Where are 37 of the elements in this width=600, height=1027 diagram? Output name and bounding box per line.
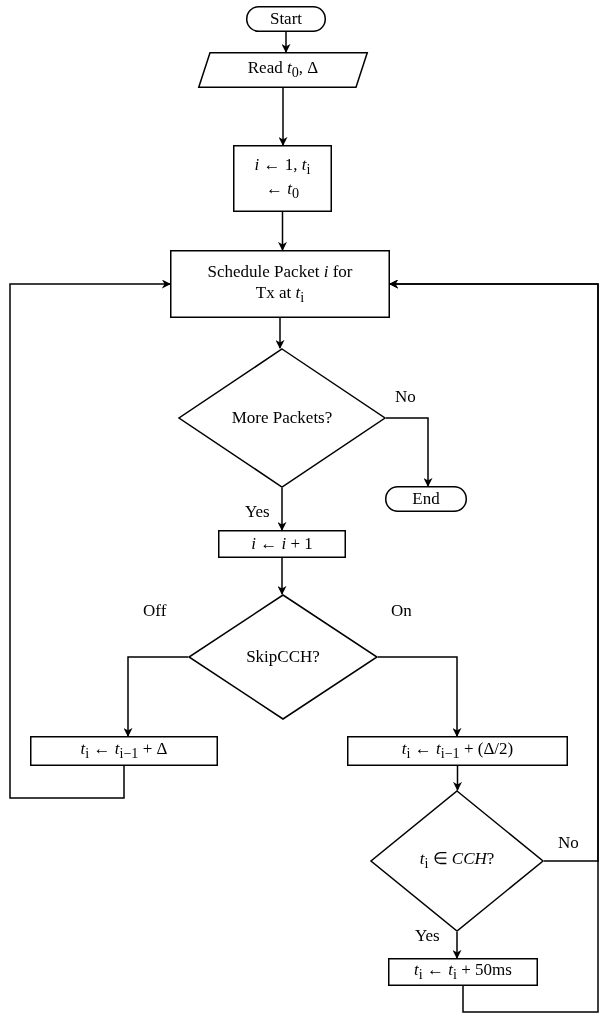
process-box — [30, 736, 218, 766]
arrow — [389, 279, 599, 1013]
node-text: Start — [269, 8, 303, 30]
node-text: End — [412, 488, 440, 510]
arrow — [277, 557, 287, 595]
node-text: Read t$_{0}$, Δ — [247, 58, 319, 82]
decision-diamond — [370, 790, 544, 932]
arrow — [452, 931, 462, 959]
process-box — [388, 958, 538, 986]
process-box — [170, 250, 390, 318]
arrow — [281, 31, 291, 53]
arrow — [278, 87, 288, 146]
arrow — [277, 487, 287, 531]
node-text: t$_{i}$ ← t$_{i−1}$ + Δ — [80, 739, 168, 763]
node-text: t$_{i}$ ∈ CCH? — [419, 849, 495, 873]
process-box — [347, 736, 568, 766]
node-text: i ← i + 1 — [251, 533, 313, 555]
terminal-shape — [385, 486, 467, 512]
node-text: t$_{i}$ ← t$_{i−1}$ + (Δ/2) — [401, 739, 514, 763]
node-text: More Packets? — [231, 407, 333, 429]
decision-diamond — [178, 348, 386, 488]
node-text: SkipCCH? — [246, 646, 320, 668]
arrow — [9, 279, 171, 799]
arrow — [453, 765, 462, 791]
node-text: Schedule Packet i for Tx at t$_{i}$ — [206, 262, 354, 306]
arrow — [275, 317, 285, 349]
arrow — [377, 656, 462, 737]
decision-diamond — [188, 594, 378, 720]
input-parallelogram — [198, 52, 368, 88]
arrow — [123, 656, 189, 737]
process-box — [218, 530, 346, 558]
node-text: i ← 1, t$_{i}$ ← t$_{0}$ — [253, 155, 312, 202]
arrow — [385, 417, 433, 487]
process-box — [233, 145, 332, 212]
node-text: t$_{i}$ ← t$_{i}$ + 50ms — [414, 960, 512, 984]
arrow — [278, 211, 287, 251]
terminal-shape — [246, 6, 326, 32]
